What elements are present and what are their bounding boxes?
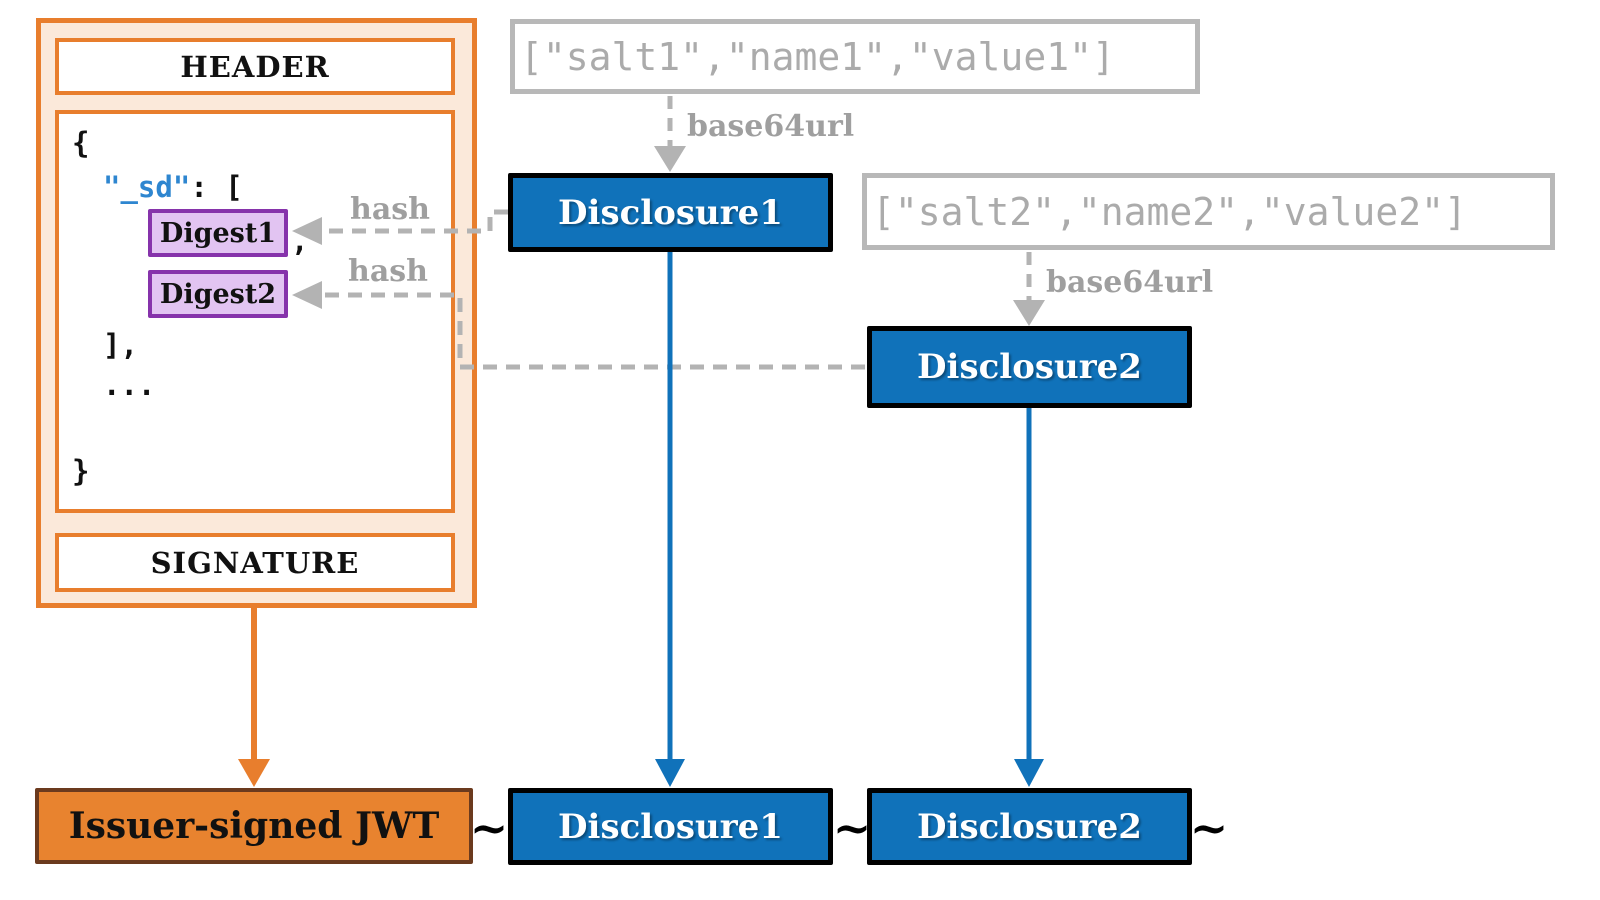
tilde-separator-3: ~ [1189, 801, 1229, 855]
digest2-box: Digest2 [148, 270, 288, 318]
digest1-label: Digest1 [159, 217, 277, 249]
base64url-arrow-1 [654, 96, 686, 172]
digest1-box: Digest1 [148, 209, 288, 257]
digest2-label: Digest2 [159, 278, 277, 310]
disclosure2-append-arrow [1014, 408, 1044, 787]
hash-label-2: hash [348, 254, 428, 289]
payload-close-brace: } [72, 454, 90, 488]
payload-comma: , [291, 224, 309, 258]
sign-arrow [238, 608, 270, 787]
payload-ellipsis: ... [103, 368, 156, 402]
hash-label-1: hash [350, 192, 430, 227]
disclosure2-box: Disclosure2 [867, 326, 1192, 408]
disclosure2-output-label: Disclosure2 [917, 806, 1142, 847]
salt2-json-text: ["salt2","name2","value2"] [872, 189, 1467, 234]
sd-key: "_sd" [103, 170, 191, 204]
header-box: HEADER [55, 38, 455, 95]
disclosure1-append-arrow [655, 252, 685, 787]
disclosure2-output-box: Disclosure2 [867, 788, 1192, 865]
sd-array-open: : [ [190, 170, 243, 204]
tilde-separator-1: ~ [469, 801, 509, 855]
issuer-jwt-structure-panel: HEADER { "_sd": [ Digest1 , Digest2 ], .… [36, 18, 477, 608]
issuer-signed-jwt-box: Issuer-signed JWT [35, 788, 473, 864]
salt2-json-box: ["salt2","name2","value2"] [862, 173, 1555, 250]
disclosure1-output-box: Disclosure1 [508, 788, 833, 865]
salt1-json-box: ["salt1","name1","value1"] [510, 19, 1200, 94]
tilde-separator-2: ~ [832, 801, 872, 855]
payload-open-brace: { [72, 126, 90, 160]
disclosure1-label: Disclosure1 [558, 192, 783, 233]
payload-box: { "_sd": [ Digest1 , Digest2 ], ... } [55, 110, 455, 513]
base64url-label-1: base64url [687, 109, 855, 144]
issuer-signed-jwt-label: Issuer-signed JWT [68, 805, 440, 847]
base64url-label-2: base64url [1046, 265, 1214, 300]
disclosure1-box: Disclosure1 [508, 173, 833, 252]
payload-sd-line: "_sd": [ [103, 168, 243, 206]
base64url-arrow-2 [1013, 252, 1045, 326]
signature-label: SIGNATURE [150, 545, 360, 580]
disclosure2-label: Disclosure2 [917, 347, 1142, 387]
salt1-json-text: ["salt1","name1","value1"] [520, 34, 1115, 79]
payload-close-bracket: ], [103, 328, 138, 362]
signature-box: SIGNATURE [55, 533, 455, 592]
disclosure1-output-label: Disclosure1 [558, 806, 783, 847]
header-label: HEADER [180, 49, 330, 84]
